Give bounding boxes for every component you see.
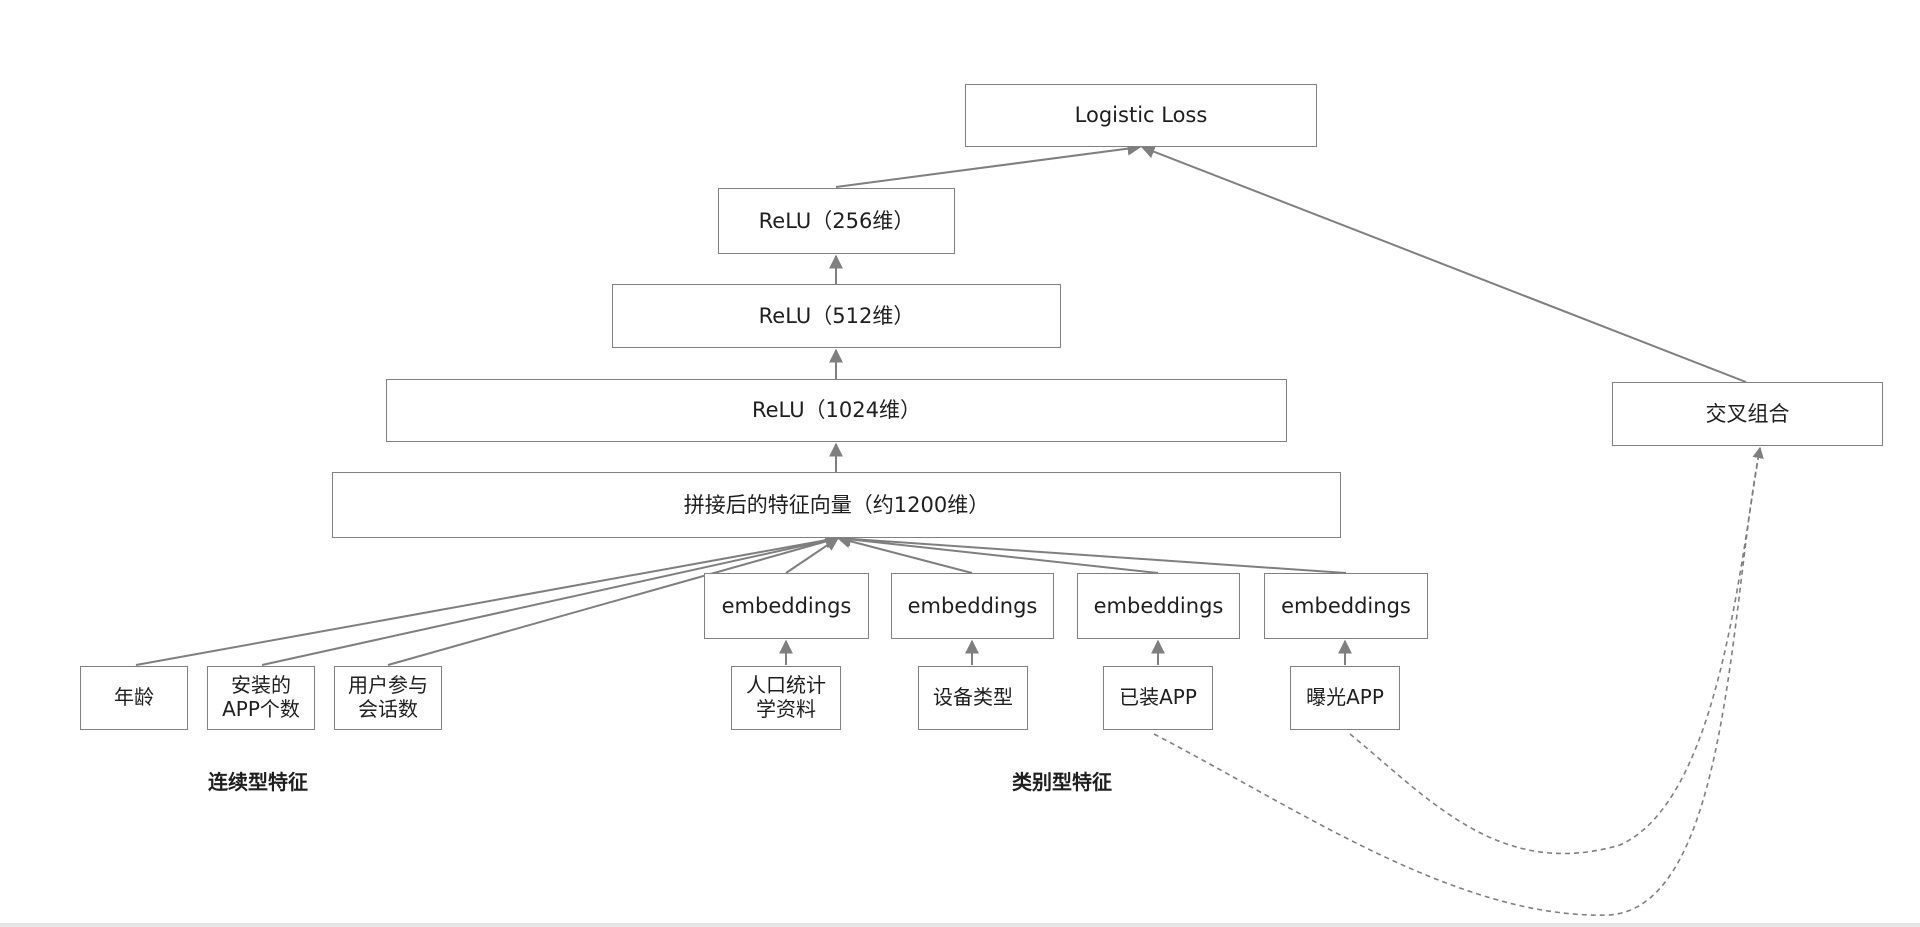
edge-emb1-to-concat bbox=[785, 537, 840, 574]
edge-age-to-concat bbox=[135, 533, 840, 666]
feature-demographics-box: 人口统计 学资料 bbox=[731, 666, 841, 730]
feature-device-box: 设备类型 bbox=[918, 666, 1028, 730]
concat-vector-label: 拼接后的特征向量（约1200维） bbox=[683, 492, 990, 517]
relu-256-box: ReLU（256维） bbox=[718, 188, 955, 254]
cross-combination-label: 交叉组合 bbox=[1705, 401, 1790, 426]
feature-app-count-box: 安装的 APP个数 bbox=[207, 666, 315, 730]
categorical-features-caption: 类别型特征 bbox=[1012, 770, 1112, 794]
edge-relu256-to-loss bbox=[835, 141, 1142, 188]
logistic-loss-label: Logistic Loss bbox=[1074, 103, 1208, 128]
cross-combination-box: 交叉组合 bbox=[1612, 382, 1883, 446]
feature-installed-app-box: 已装APP bbox=[1103, 666, 1213, 730]
edge-appcount-to-concat bbox=[261, 533, 840, 666]
edge-exposed-to-cross-dashed bbox=[1349, 446, 1764, 855]
logistic-loss-box: Logistic Loss bbox=[965, 84, 1317, 147]
feature-app-count-line1: 安装的 bbox=[231, 673, 291, 698]
relu-512-label: ReLU（512维） bbox=[758, 303, 915, 328]
continuous-features-caption: 连续型特征 bbox=[208, 770, 308, 794]
feature-exposed-app-box: 曝光APP bbox=[1290, 666, 1400, 730]
feature-device-label: 设备类型 bbox=[933, 685, 1013, 710]
embeddings-label: embeddings bbox=[907, 593, 1038, 618]
edge-emb4-to-concat bbox=[836, 531, 1347, 574]
embeddings-label: embeddings bbox=[1281, 593, 1411, 618]
edge-emb2-to-concat bbox=[836, 534, 973, 574]
feature-exposed-app-label: 曝光APP bbox=[1306, 685, 1384, 710]
relu-256-label: ReLU（256维） bbox=[758, 208, 915, 233]
embeddings-box-3: embeddings bbox=[1077, 573, 1240, 639]
edge-emb3-to-concat bbox=[836, 532, 1159, 574]
feature-age-label: 年龄 bbox=[114, 685, 154, 710]
relu-1024-box: ReLU（1024维） bbox=[386, 379, 1287, 442]
feature-session-line2: 会话数 bbox=[358, 697, 418, 721]
feature-demographics-line2: 学资料 bbox=[756, 697, 816, 721]
embeddings-box-4: embeddings bbox=[1264, 573, 1428, 639]
edge-cross-to-loss bbox=[1140, 145, 1747, 383]
concat-vector-box: 拼接后的特征向量（约1200维） bbox=[332, 472, 1341, 538]
feature-app-count-line2: APP个数 bbox=[222, 697, 300, 721]
feature-demographics-line1: 人口统计 bbox=[746, 673, 826, 698]
feature-session-box: 用户参与 会话数 bbox=[334, 666, 442, 730]
feature-installed-app-label: 已装APP bbox=[1119, 685, 1197, 710]
embeddings-box-2: embeddings bbox=[891, 573, 1054, 639]
edge-session-to-concat bbox=[387, 534, 840, 666]
relu-1024-label: ReLU（1024维） bbox=[751, 398, 922, 423]
feature-age-box: 年龄 bbox=[80, 666, 188, 730]
embeddings-box-1: embeddings bbox=[704, 573, 869, 639]
embeddings-label: embeddings bbox=[721, 593, 852, 618]
feature-session-line1: 用户参与 bbox=[348, 673, 428, 698]
relu-512-box: ReLU（512维） bbox=[612, 284, 1061, 348]
edge-installed-to-cross-dashed bbox=[1153, 446, 1764, 916]
embeddings-label: embeddings bbox=[1093, 593, 1224, 618]
bottom-divider bbox=[0, 923, 1920, 927]
